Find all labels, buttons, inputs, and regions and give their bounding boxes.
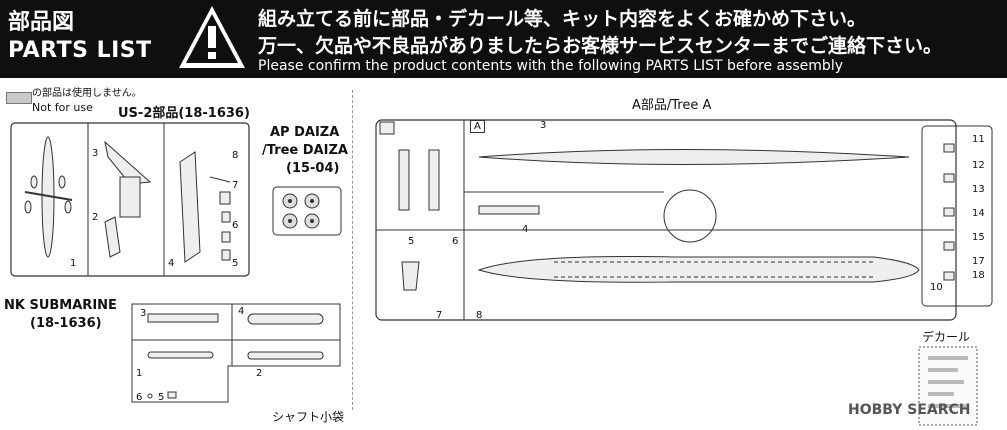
tree-a-part-10: 10 (930, 282, 943, 293)
page-title-en: PARTS LIST (8, 38, 152, 63)
tree-a-part-12: 12 (972, 160, 985, 171)
us2-part-6: 6 (232, 220, 239, 231)
tree-a-part-4: 4 (522, 224, 529, 235)
tree-a-title: A部品/Tree A (632, 98, 712, 113)
tree-a-part-6: 6 (452, 236, 459, 247)
us2-part-7: 7 (232, 180, 239, 191)
daiza-title-3: (15-04) (286, 161, 340, 176)
tree-a-sprue (374, 112, 996, 326)
page-title-jp: 部品図 (8, 10, 75, 35)
tree-a-part-14: 14 (972, 208, 985, 219)
us2-part-1: 1 (70, 258, 77, 269)
tree-a-part-11: 11 (972, 134, 985, 145)
us2-part-2: 2 (92, 212, 99, 223)
tree-a-part-8: 8 (476, 310, 483, 321)
daiza-title-2: /Tree DAIZA (262, 143, 348, 158)
submarine-part-3: 3 (140, 308, 147, 319)
tree-a-part-3: 3 (540, 120, 547, 131)
tree-a-part-13: 13 (972, 184, 985, 195)
submarine-title-2: (18-1636) (30, 316, 102, 331)
us2-part-5: 5 (232, 258, 239, 269)
submarine-part-4: 4 (238, 306, 245, 317)
tree-a-part-5: 5 (408, 236, 415, 247)
tree-a-part-15: 15 (972, 232, 985, 243)
warning-triangle-icon (176, 2, 248, 72)
shaft-bag-label: シャフト小袋 (272, 410, 345, 424)
submarine-title-1: NK SUBMARINE (4, 298, 117, 313)
tree-a-tag: A (470, 120, 485, 133)
header-banner (0, 0, 1007, 78)
tree-a-part-7: 7 (436, 310, 443, 321)
submarine-sprue (128, 300, 343, 405)
warning-message-en: Please confirm the product contents with… (258, 58, 843, 74)
decal-label: デカール (922, 330, 971, 344)
legend-text-en: Not for use (32, 101, 93, 114)
section-divider (352, 90, 353, 410)
us2-sprue (10, 122, 250, 278)
warning-message-jp-2: 万一、欠品や不良品がありましたらお客様サービスセンターまでご連絡下さい。 (258, 35, 943, 57)
warning-message-jp-1: 組み立てる前に部品・デカール等、キット内容をよくお確かめ下さい。 (258, 8, 867, 30)
submarine-part-2: 2 (256, 368, 263, 379)
tree-a-part-17: 17 (972, 256, 985, 267)
daiza-title-1: AP DAIZA (270, 125, 340, 140)
decal-sheet (918, 346, 978, 426)
us2-title: US-2部品(18-1636) (118, 106, 250, 121)
submarine-part-6: 6 (136, 392, 143, 403)
submarine-part-1: 1 (136, 368, 143, 379)
us2-part-4: 4 (168, 258, 175, 269)
us2-part-8: 8 (232, 150, 239, 161)
daiza-sprue (272, 186, 342, 236)
submarine-part-5: 5 (158, 392, 165, 403)
tree-a-part-18: 18 (972, 270, 985, 281)
watermark-logo: HOBBY SEARCH (848, 402, 971, 418)
legend-text-jp: の部品は使用しません。 (32, 88, 142, 99)
us2-part-3: 3 (92, 148, 99, 159)
unused-swatch (6, 92, 32, 104)
